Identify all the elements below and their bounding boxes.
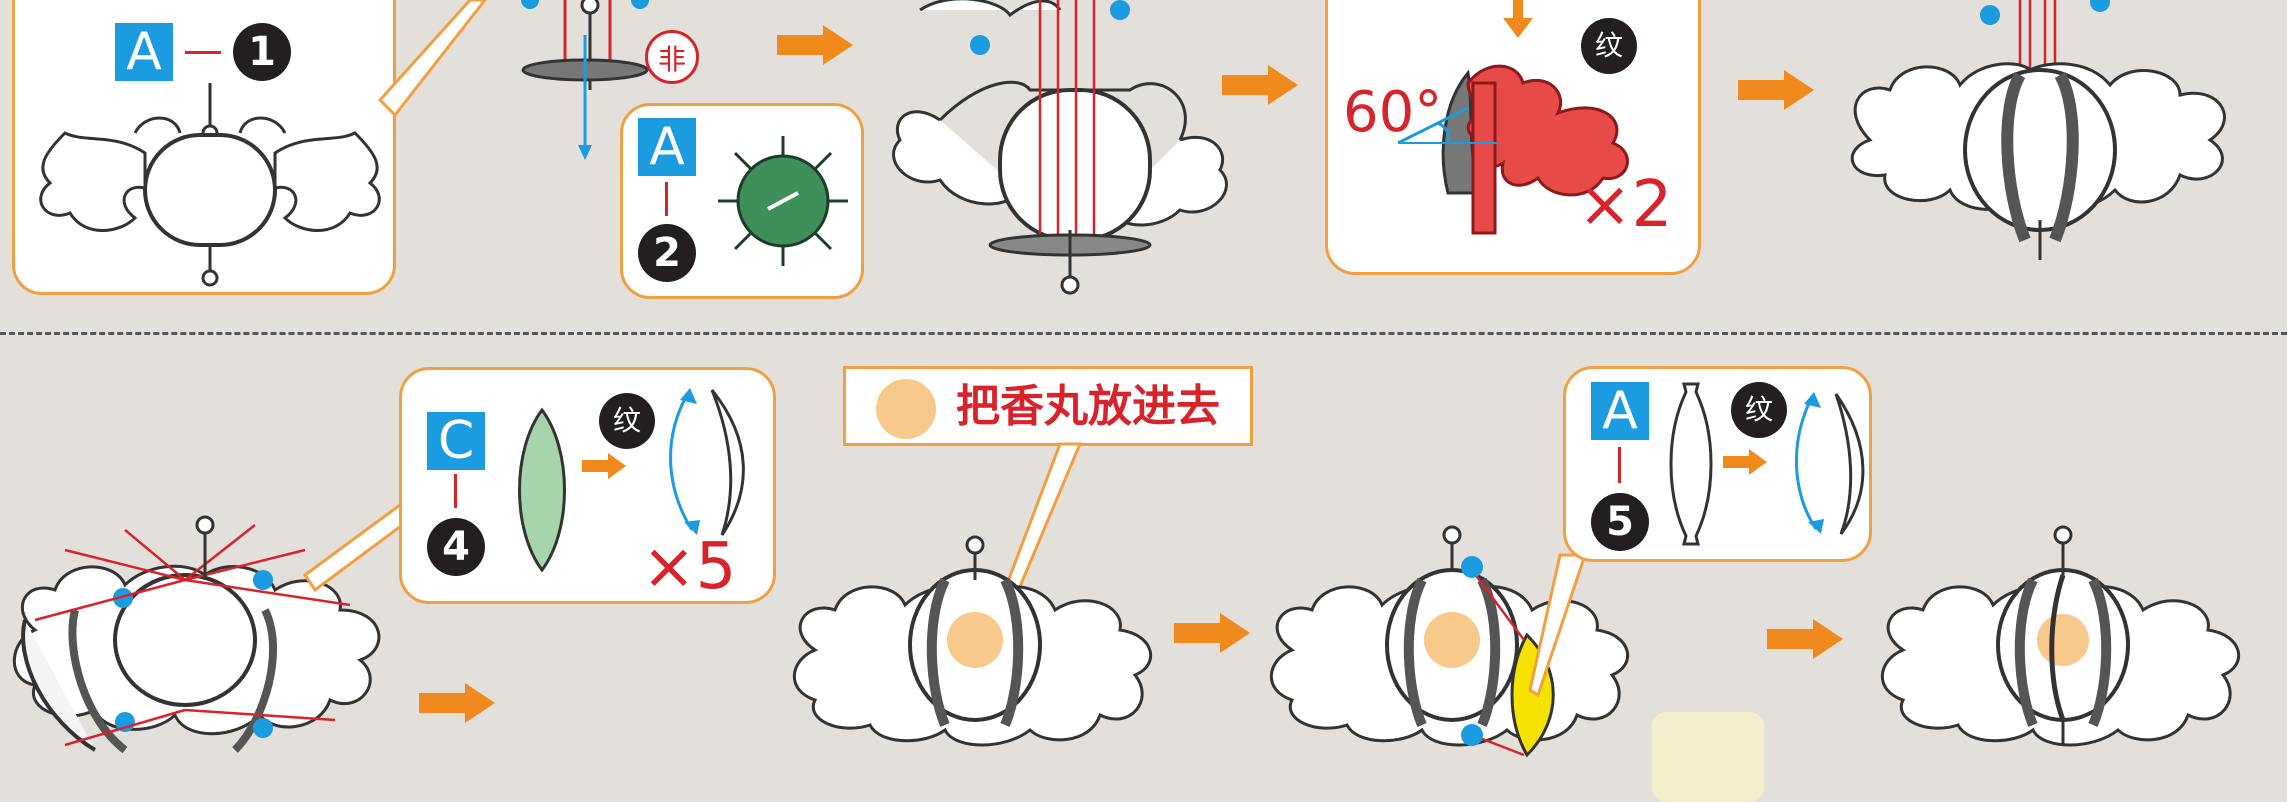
step-arrow [1767, 619, 1843, 659]
incense-ball-callout: 把香丸放进去 [843, 366, 1253, 446]
multiplier-label: ×2 [1578, 168, 1673, 242]
step-red-part-panel: 纹 60° ×2 [1325, 0, 1701, 275]
callout-pointer [1528, 553, 1588, 698]
section-divider [0, 332, 2287, 335]
disc-insertion-illustration [521, 0, 649, 160]
lantern-with-incense-illustration [792, 535, 1153, 747]
pattern-tag: 纹 [1581, 18, 1637, 74]
orange-down-arrow [1503, 0, 1533, 38]
badge-dash [185, 51, 221, 54]
step-arrow [1738, 70, 1814, 110]
pale-note-shape [1652, 712, 1764, 802]
part-letter-badge: A [115, 23, 173, 81]
orange-small-arrow [1723, 449, 1767, 475]
part-number-circle: 1 [233, 23, 291, 81]
part-letter-badge: C [427, 412, 485, 470]
step-c4-panel: C 4 纹 ×5 [399, 367, 776, 604]
badge-dash [1618, 447, 1621, 483]
incense-ball-icon [876, 379, 936, 439]
part-number-circle: 4 [427, 518, 485, 576]
multiplier-label: ×5 [642, 530, 737, 604]
frame-assembly-illustration [892, 0, 1228, 295]
curved-petal-illustration [669, 388, 745, 536]
step-arrow [1174, 613, 1250, 653]
non-text-tag: 非 [645, 30, 699, 84]
curved-petal-illustration [1795, 392, 1865, 535]
lantern-adding-petal-illustration [1269, 525, 1630, 758]
finished-lantern-illustration [1880, 525, 2241, 747]
callout-pointer [377, 0, 487, 118]
badge-dash [665, 182, 668, 216]
orange-small-arrow [582, 453, 626, 479]
part-number-circle: 5 [1591, 493, 1649, 551]
callout-pointer [302, 502, 407, 593]
step-a1-panel: A 1 [12, 0, 396, 295]
step-a2-panel: A 2 [620, 103, 864, 299]
incense-ball-instruction: 把香丸放进去 [956, 381, 1220, 432]
cloud-frame-part-illustration [39, 83, 381, 287]
part-letter-badge: A [638, 118, 696, 176]
angle-label: 60° [1343, 80, 1443, 145]
green-petal-part-illustration [518, 407, 566, 573]
pattern-tag: 纹 [1731, 382, 1787, 438]
pattern-tag: 纹 [599, 393, 655, 449]
step-a5-panel: A 5 纹 [1563, 366, 1872, 562]
part-letter-badge: A [1591, 382, 1649, 440]
step-arrow [419, 683, 495, 723]
lantern-assembly-illustration [1850, 0, 2226, 260]
lantern-exploded-illustration [12, 515, 381, 754]
badge-dash [454, 474, 457, 508]
step-arrow [1222, 65, 1298, 105]
white-petal-part-illustration [1669, 382, 1713, 546]
part-number-circle: 2 [638, 224, 696, 282]
green-disc-part-illustration [718, 136, 848, 266]
step-arrow [777, 25, 853, 65]
red-cloud-part-illustration [1397, 64, 1629, 235]
